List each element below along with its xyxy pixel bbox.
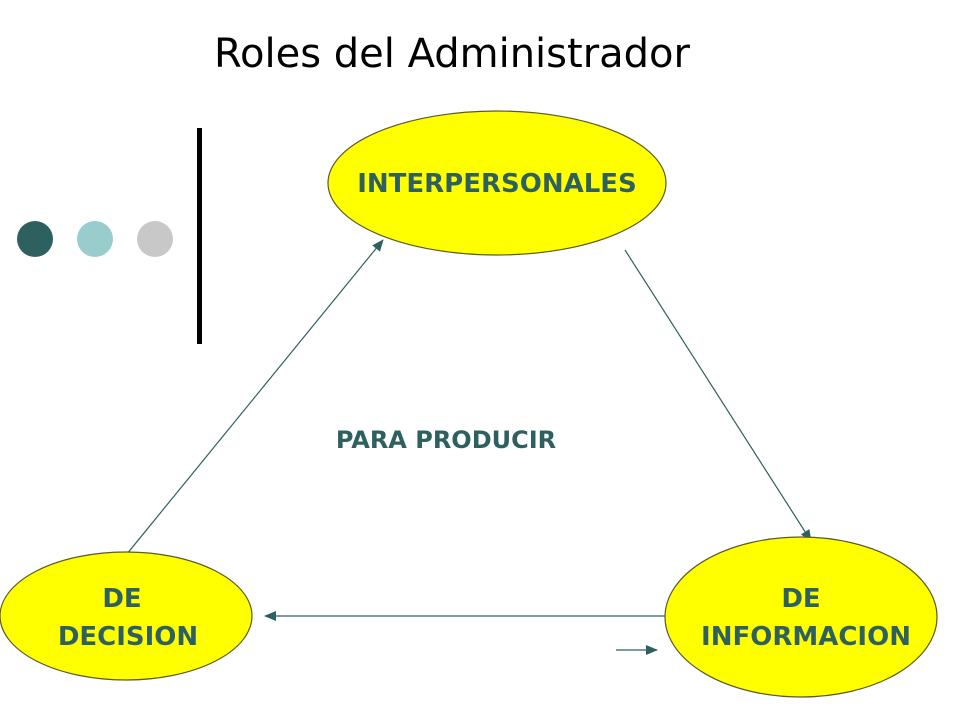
node-informacion-line1: DE <box>781 584 820 614</box>
node-interpersonales-label: INTERPERSONALES <box>357 169 637 199</box>
node-decision-line2: DECISION <box>58 622 198 652</box>
decorative-dot-light <box>77 221 113 257</box>
center-label-para-producir: PARA PRODUCIR <box>336 426 556 454</box>
arrow-decision-to-interpersonales <box>121 239 384 561</box>
node-informacion-line2: INFORMACION <box>701 622 911 652</box>
node-decision: DE DECISION <box>0 551 253 681</box>
page-title: Roles del Administrador <box>214 31 690 77</box>
decorative-vertical-rule <box>197 128 202 344</box>
decorative-dot-dark <box>17 221 53 257</box>
node-interpersonales: INTERPERSONALES <box>327 110 667 256</box>
node-informacion: DE INFORMACION <box>664 536 938 698</box>
node-decision-line1: DE <box>102 584 141 614</box>
decorative-dot-grey <box>137 221 173 257</box>
arrow-interpersonales-to-informacion <box>624 249 812 542</box>
